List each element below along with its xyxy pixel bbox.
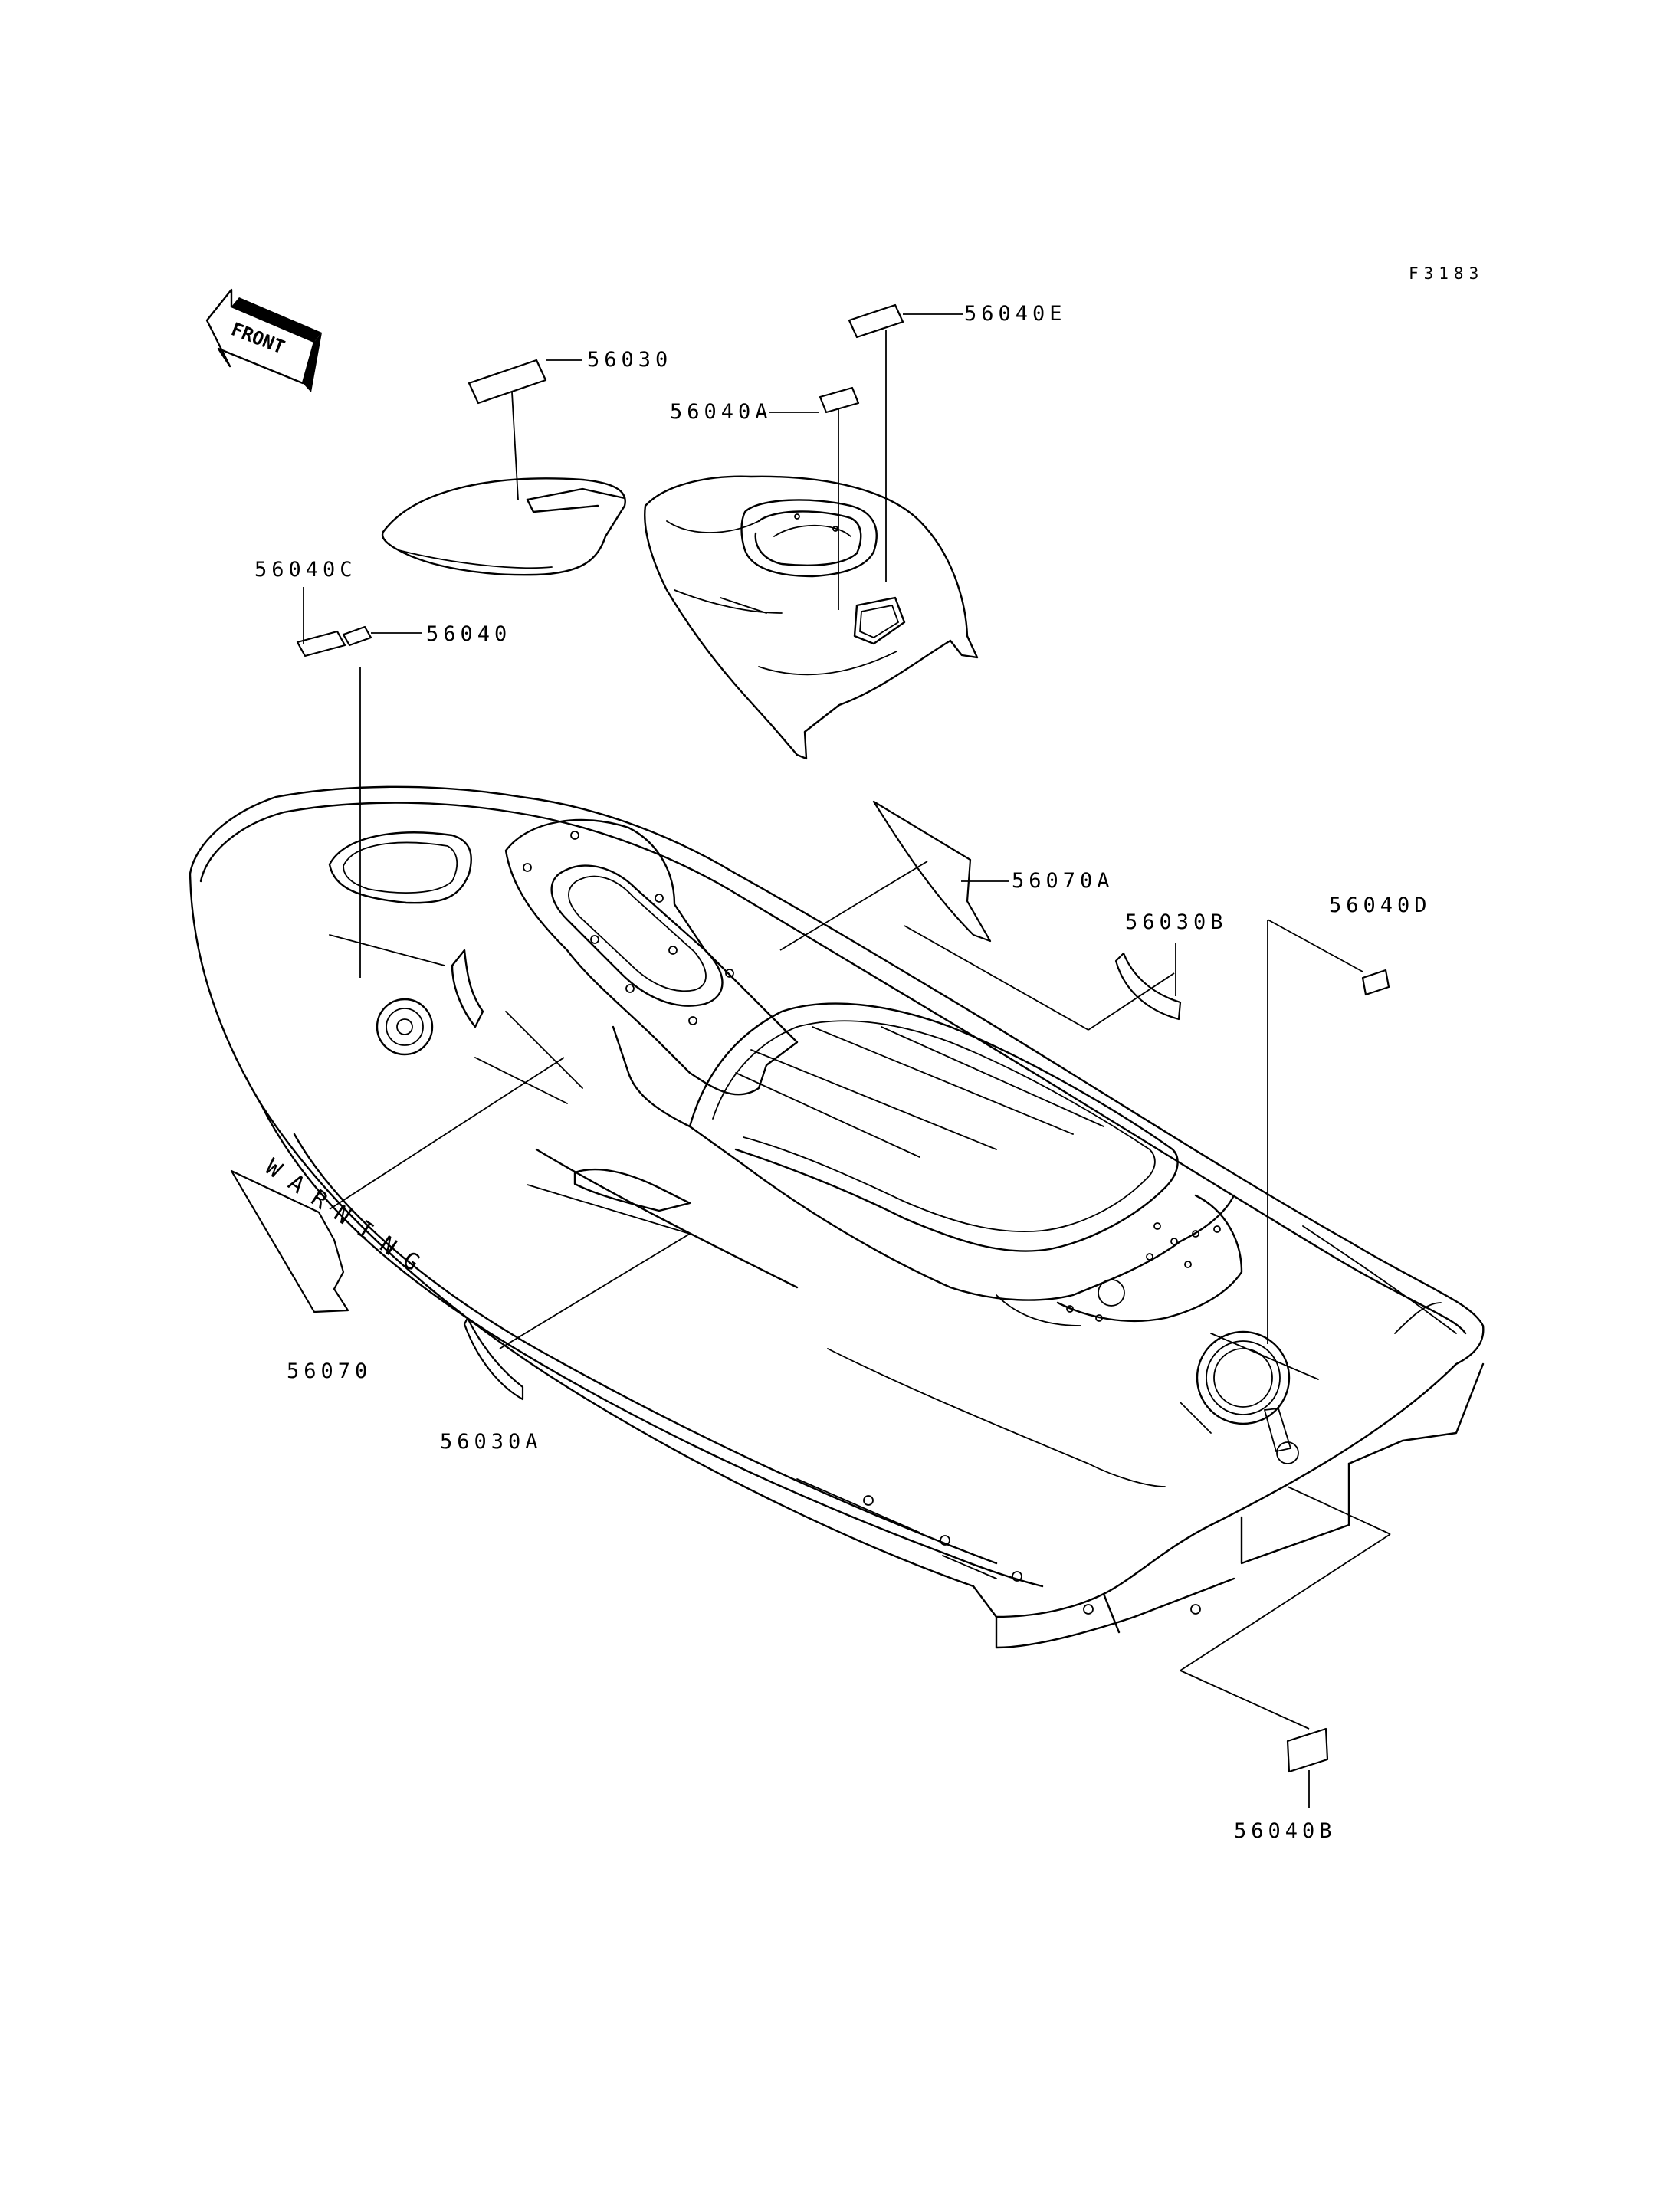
label-56040: 56040: [426, 622, 511, 646]
hull-outline: [189, 785, 1485, 1649]
figure-code: F3183: [1409, 264, 1484, 283]
hatch-cover-outline: [644, 475, 979, 760]
label-56030B: 56030B: [1125, 910, 1228, 934]
decal-56030A: [463, 1317, 524, 1401]
label-56030: 56030: [587, 348, 672, 372]
decal-56040D: [1361, 969, 1390, 996]
decal-56040E: [848, 303, 904, 339]
label-56040D: 56040D: [1329, 894, 1432, 917]
decal-56070A: [872, 800, 992, 943]
decal-56040A: [819, 386, 860, 414]
front-arrow-icon: FRONT: [205, 288, 322, 392]
leader-lines: [303, 313, 1391, 1808]
label-56040E: 56040E: [964, 302, 1067, 326]
label-56030A: 56030A: [440, 1430, 543, 1454]
seat-outline: [381, 477, 626, 576]
decal-56040C: [296, 630, 346, 657]
label-56040A: 56040A: [670, 400, 773, 424]
decal-56040: [342, 625, 372, 647]
label-56040B: 56040B: [1234, 1819, 1337, 1843]
decal-56040B: [1286, 1727, 1329, 1773]
decal-56070: [230, 1169, 349, 1313]
label-56040C: 56040C: [254, 558, 357, 582]
label-56070: 56070: [287, 1359, 372, 1383]
decal-56030B: [1114, 952, 1182, 1021]
label-56070A: 56070A: [1012, 869, 1114, 893]
decal-56030: [468, 359, 547, 405]
